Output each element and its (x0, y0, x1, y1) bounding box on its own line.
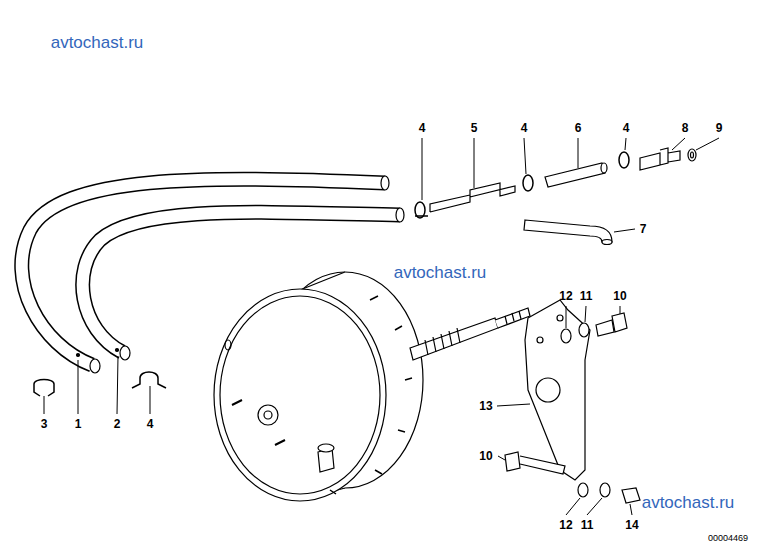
callout-number: 10 (479, 450, 492, 462)
callout-number: 13 (479, 400, 492, 412)
callout-number: 7 (640, 223, 647, 235)
drawing-number: 00004469 (708, 533, 748, 542)
watermark: avtochast.ru (642, 494, 735, 511)
callout-number: 2 (114, 418, 121, 430)
callout-number: 5 (471, 122, 478, 134)
callout-number: 10 (613, 290, 626, 302)
callout-number: 9 (716, 122, 723, 134)
callout-number: 6 (575, 122, 582, 134)
callout-number: 14 (625, 519, 638, 531)
callout-number: 8 (682, 122, 689, 134)
callout-number: 4 (623, 122, 630, 134)
callout-number: 12 (559, 519, 572, 531)
callout-number: 12 (559, 290, 572, 302)
booster (214, 272, 530, 501)
watermark: avtochast.ru (394, 264, 487, 281)
callout-number: 4 (147, 418, 154, 430)
leader-lines (44, 138, 719, 515)
watermark: avtochast.ru (51, 34, 144, 51)
callout-number: 11 (580, 290, 593, 302)
callout-number: 11 (581, 519, 594, 531)
callout-number: 4 (521, 122, 528, 134)
callout-number: 1 (75, 418, 82, 430)
callout-number: 3 (41, 418, 48, 430)
callout-number: 4 (419, 122, 426, 134)
